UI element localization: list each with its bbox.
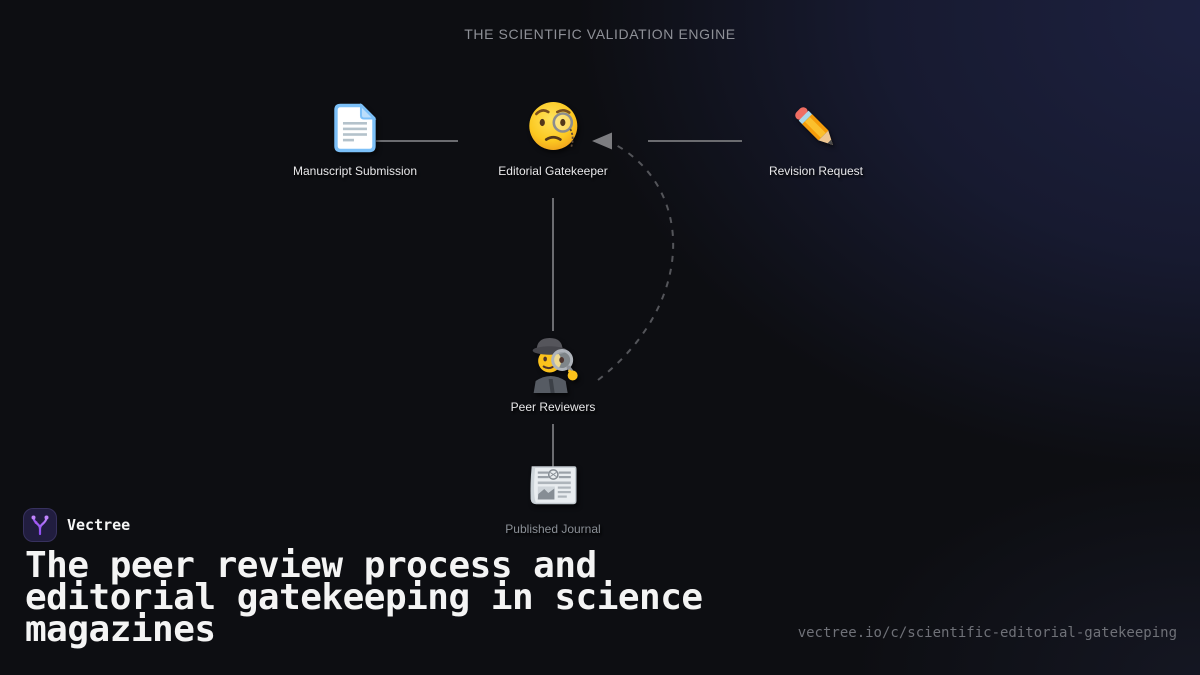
edge-reviewers-feedback-curve (597, 144, 675, 381)
newspaper-icon (528, 458, 578, 514)
vectree-branch-icon (31, 515, 49, 536)
header-title: THE SCIENTIFIC VALIDATION ENGINE (464, 26, 736, 42)
face-with-monocle-icon (526, 100, 580, 156)
node-label: Manuscript Submission (292, 164, 418, 178)
node-revision-request: Revision Request (769, 100, 863, 178)
detective-icon (524, 336, 582, 393)
node-label: Revision Request (768, 164, 864, 178)
node-label: Published Journal (505, 522, 601, 536)
node-manuscript-submission: Manuscript Submission (293, 100, 417, 178)
node-label: Peer Reviewers (510, 400, 596, 414)
node-published-journal: Published Journal (505, 458, 601, 536)
node-peer-reviewers: Peer Reviewers (510, 336, 596, 414)
page-title: The peer review process and editorial ga… (25, 545, 703, 650)
pencil-icon (788, 100, 844, 156)
page-facing-up-icon (333, 100, 377, 156)
vectree-logo (23, 508, 57, 542)
node-editorial-gatekeeper: Editorial Gatekeeper (498, 100, 608, 178)
brand-row: Vectree (23, 508, 130, 542)
brand-name: Vectree (67, 516, 131, 534)
page-url: vectree.io/c/scientific-editorial-gateke… (797, 625, 1177, 641)
footer: Vectree The peer review process and edit… (23, 508, 703, 648)
node-label: Editorial Gatekeeper (498, 164, 608, 178)
